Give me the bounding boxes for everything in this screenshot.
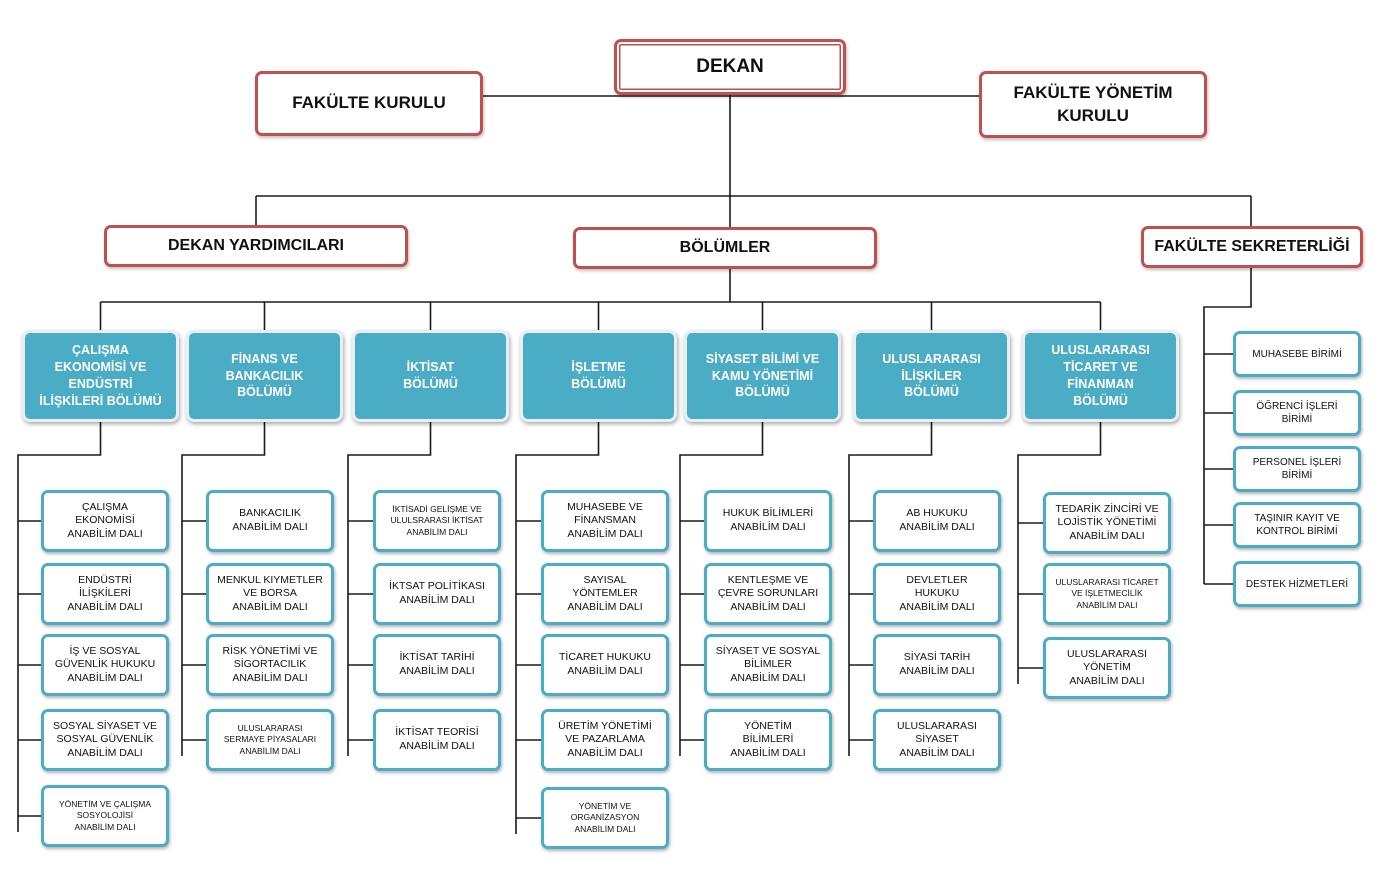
unit-box: SAYISAL YÖNTEMLER ANABİLİM DALI <box>541 563 669 625</box>
unit-box: BANKACILIK ANABİLİM DALI <box>206 490 334 552</box>
department-box: FİNANS VE BANKACILIK BÖLÜMÜ <box>186 330 343 422</box>
department-bracket-2 <box>347 422 432 756</box>
secretariat-unit-box: ÖĞRENCİ İŞLERİ BİRİMİ <box>1233 390 1361 436</box>
unit-box: MENKUL KIYMETLER VE BORSA ANABİLİM DALI <box>206 563 334 625</box>
unit-box: SİYASET VE SOSYAL BİLİMLER ANABİLİM DALI <box>704 634 832 696</box>
department-box: İKTİSAT BÖLÜMÜ <box>352 330 509 422</box>
unit-box: TEDARİK ZİNCİRİ VE LOJİSTİK YÖNETİMİ ANA… <box>1043 492 1171 554</box>
unit-box: ÜRETİM YÖNETİMİ VE PAZARLAMA ANABİLİM DA… <box>541 709 669 771</box>
unit-box: İKTİSAT TEORİSİ ANABİLİM DALI <box>373 709 501 771</box>
secretariat-unit-box: DESTEK HİZMETLERİ <box>1233 561 1361 607</box>
department-box: İŞLETME BÖLÜMÜ <box>520 330 677 422</box>
unit-box: YÖNETİM VE ORGANİZASYON ANABİLİM DALI <box>541 787 669 849</box>
unit-box: YÖNETİM VE ÇALIŞMA SOSYOLOJİSİ ANABİLİM … <box>41 785 169 847</box>
department-bracket-1 <box>181 422 266 756</box>
dean-box: DEKAN <box>614 39 846 95</box>
faculty-council-box: FAKÜLTE KURULU <box>255 71 483 136</box>
unit-box: SOSYAL SİYASET VE SOSYAL GÜVENLİK ANABİL… <box>41 709 169 771</box>
unit-box: İKTİSADİ GELİŞME VE ULULSRARASI İKTİSAT … <box>373 490 501 552</box>
secretariat-bracket <box>1203 268 1252 584</box>
unit-box: ULUSLARARASI SİYASET ANABİLİM DALI <box>873 709 1001 771</box>
unit-box: ULUSLARARASI SERMAYE PİYASALARI ANABİLİM… <box>206 709 334 771</box>
department-bracket-0 <box>17 422 102 832</box>
unit-box: ULUSLARARASI TİCARET VE İŞLETMECİLİK ANA… <box>1043 563 1171 625</box>
department-box: ÇALIŞMA EKONOMİSİ VE ENDÜSTRİ İLİŞKİLERİ… <box>22 330 179 422</box>
unit-box: RİSK YÖNETİMİ VE SİGORTACILIK ANABİLİM D… <box>206 634 334 696</box>
faculty-board-box: FAKÜLTE YÖNETİM KURULU <box>979 71 1207 138</box>
departments-box: BÖLÜMLER <box>573 227 877 269</box>
unit-box: İKTİSAT TARİHİ ANABİLİM DALI <box>373 634 501 696</box>
secretariat-unit-box: TAŞINIR KAYIT VE KONTROL BİRİMİ <box>1233 502 1361 548</box>
unit-box: ÇALIŞMA EKONOMİSİ ANABİLİM DALI <box>41 490 169 552</box>
department-bracket-5 <box>848 422 933 756</box>
department-box: ULUSLARARASI TİCARET VE FİNANMAN BÖLÜMÜ <box>1022 330 1179 422</box>
unit-box: HUKUK BİLİMLERİ ANABİLİM DALI <box>704 490 832 552</box>
department-bracket-4 <box>679 422 764 756</box>
unit-box: ULUSLARARASI YÖNETİM ANABİLİM DALI <box>1043 637 1171 699</box>
unit-box: MUHASEBE VE FİNANSMAN ANABİLİM DALI <box>541 490 669 552</box>
department-bracket-3 <box>515 422 600 834</box>
unit-box: SİYASİ TARİH ANABİLİM DALI <box>873 634 1001 696</box>
faculty-secretariat-box: FAKÜLTE SEKRETERLİĞİ <box>1141 226 1363 268</box>
deputy-deans-box: DEKAN YARDIMCILARI <box>104 225 408 267</box>
unit-box: TİCARET HUKUKU ANABİLİM DALI <box>541 634 669 696</box>
unit-box: İŞ VE SOSYAL GÜVENLİK HUKUKU ANABİLİM DA… <box>41 634 169 696</box>
unit-box: KENTLEŞME VE ÇEVRE SORUNLARI ANABİLİM DA… <box>704 563 832 625</box>
secretariat-unit-box: PERSONEL İŞLERİ BİRİMİ <box>1233 446 1361 492</box>
unit-box: AB HUKUKU ANABİLİM DALI <box>873 490 1001 552</box>
secretariat-unit-box: MUHASEBE BİRİMİ <box>1233 331 1361 377</box>
department-box: ULUSLARARASI İLİŞKİLER BÖLÜMÜ <box>853 330 1010 422</box>
department-box: SİYASET BİLİMİ VE KAMU YÖNETİMİ BÖLÜMÜ <box>684 330 841 422</box>
department-bracket-6 <box>1017 422 1102 684</box>
unit-box: YÖNETİM BİLİMLERİ ANABİLİM DALI <box>704 709 832 771</box>
unit-box: ENDÜSTRİ İLİŞKİLERİ ANABİLİM DALI <box>41 563 169 625</box>
unit-box: İKTSAT POLİTİKASI ANABİLİM DALI <box>373 563 501 625</box>
unit-box: DEVLETLER HUKUKU ANABİLİM DALI <box>873 563 1001 625</box>
